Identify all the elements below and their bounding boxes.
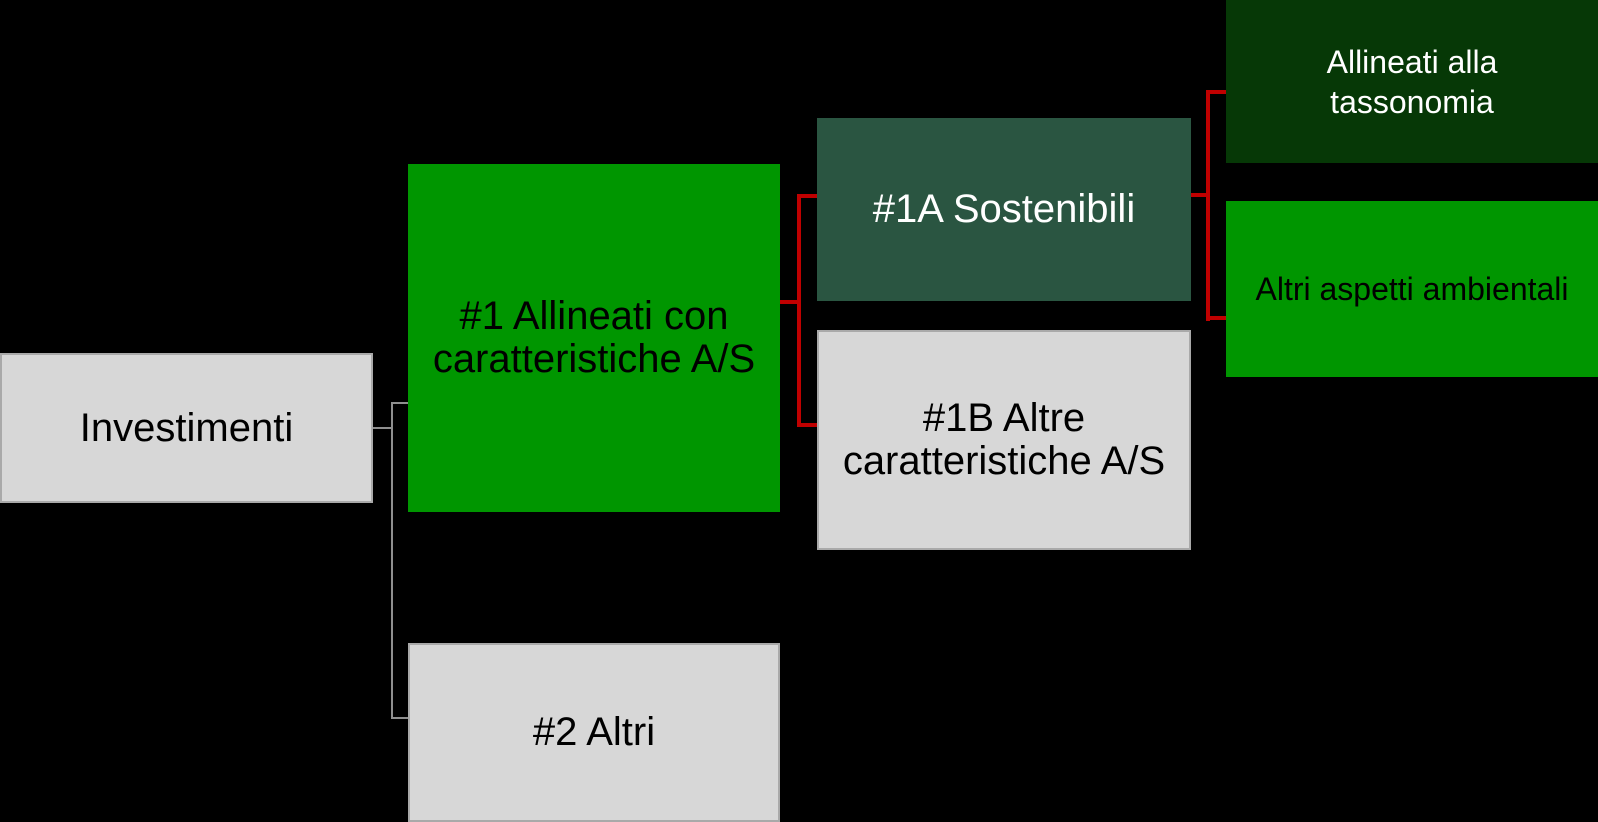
connector-n1a-stub	[1191, 193, 1208, 197]
node-investimenti-label: Investimenti	[79, 405, 294, 450]
node-2-label: #2 Altri	[532, 710, 656, 755]
node-altri-aspetti-ambientali: Altri aspetti ambientali	[1226, 201, 1598, 377]
connector-investimenti-stub	[373, 427, 393, 429]
node-1-label: #1 Allineati con caratteristiche A/S	[432, 294, 756, 381]
node-1a-label: #1A Sostenibili	[872, 187, 1136, 232]
connector-n1a-to-other-env	[1210, 316, 1226, 320]
connector-n1a-trunk	[1206, 90, 1210, 321]
node-1b-altre-caratteristiche: #1B Altre caratteristiche A/S	[817, 330, 1191, 550]
node-1-allineati-caratteristiche: #1 Allineati con caratteristiche A/S	[408, 164, 780, 512]
node-investimenti: Investimenti	[0, 353, 373, 503]
node-1a-sostenibili: #1A Sostenibili	[817, 118, 1191, 301]
node-allineati-tassonomia: Allineati alla tassonomia	[1226, 0, 1598, 163]
node-2-altri: #2 Altri	[408, 643, 780, 822]
node-taxonomy-label: Allineati alla tassonomia	[1326, 43, 1498, 120]
connector-n1-to-n1b	[801, 423, 817, 427]
connector-investimenti-to-n2	[393, 717, 408, 719]
node-1b-label: #1B Altre caratteristiche A/S	[842, 396, 1166, 483]
connector-n1-trunk	[797, 194, 801, 427]
connector-investimenti-trunk	[391, 402, 393, 719]
node-other-env-label: Altri aspetti ambientali	[1255, 271, 1569, 307]
connector-investimenti-to-n1	[393, 402, 408, 404]
connector-n1a-to-taxonomy	[1210, 90, 1226, 94]
connector-n1-stub	[780, 300, 801, 304]
connector-n1-to-n1a	[801, 194, 817, 198]
